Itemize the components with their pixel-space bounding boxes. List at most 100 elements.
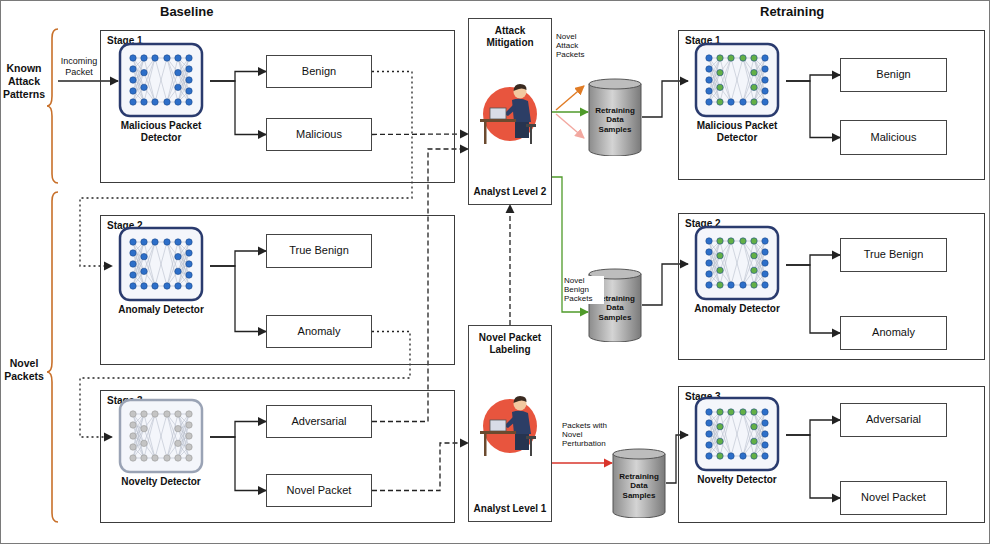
cyl-body (589, 84, 641, 156)
node-text: Adversarial (866, 413, 921, 426)
neural-net-icon (694, 396, 780, 472)
net-link (743, 241, 754, 285)
fan-line (556, 86, 584, 110)
input-label: Incoming Packet (60, 56, 98, 78)
net-neuron (728, 99, 734, 105)
net-neuron (751, 69, 757, 75)
net-neuron (706, 55, 712, 61)
net-neuron (175, 283, 181, 289)
fan-line (556, 114, 584, 138)
net-link (144, 58, 155, 102)
analyst-box: Novel Packet LabelingAnalyst Level 1 (468, 325, 552, 522)
net-link (743, 412, 754, 456)
desk (480, 119, 516, 122)
net-neuron (141, 99, 147, 105)
cyl-top (613, 449, 665, 459)
net-link (155, 58, 167, 102)
net-neuron (186, 455, 192, 461)
analyst-hair (514, 396, 527, 403)
net-neuron (175, 455, 181, 461)
node-text: Novel Packet (287, 484, 352, 497)
detector-model: Malicious Packet Detector (112, 42, 210, 150)
stage-panel: Stage 2Anomaly DetectorTrue BenignAnomal… (100, 215, 455, 365)
net-neuron (706, 271, 712, 277)
chair-leg (530, 439, 532, 456)
connector (210, 437, 266, 491)
neural-net-icon (118, 226, 204, 302)
net-link (731, 412, 743, 456)
analyst-backdrop (483, 399, 537, 453)
net-neuron (130, 433, 136, 439)
group-label: Known Attack Patterns (2, 62, 46, 101)
detector-model: Anomaly Detector (688, 225, 786, 337)
node-text: Malicious Packet Detector (112, 120, 210, 144)
analyst-body (512, 410, 531, 433)
net-neuron (152, 455, 158, 461)
net-neuron (728, 238, 734, 244)
net-neuron (130, 239, 136, 245)
net-neuron (706, 238, 712, 244)
node-text: True Benign (289, 244, 349, 257)
process-box: Novel Packet (840, 481, 947, 515)
net-neuron (740, 453, 746, 459)
net-neuron (751, 238, 757, 244)
net-neuron (706, 409, 712, 415)
net-neuron (717, 84, 723, 90)
node-text: Anomaly Detector (118, 304, 204, 316)
node-text: Attack Mitigation (472, 25, 548, 49)
net-neuron (152, 283, 158, 289)
net-neuron (751, 423, 757, 429)
net-neuron (141, 239, 147, 245)
node-text: Benign (876, 68, 910, 81)
icon-frame (696, 227, 778, 299)
net-neuron (762, 77, 768, 83)
net-neuron (175, 425, 181, 431)
net-neuron (762, 442, 768, 448)
connector (642, 81, 688, 117)
process-box: Adversarial (840, 403, 947, 437)
net-link (167, 414, 178, 458)
net-neuron (141, 55, 147, 61)
net-link (155, 414, 167, 458)
database-cylinder: Retraining Data Samples (588, 78, 642, 156)
net-neuron (717, 409, 723, 415)
process-box: Anomaly (266, 315, 372, 348)
net-neuron (717, 453, 723, 459)
icon-frame (696, 398, 778, 470)
connector (786, 81, 840, 138)
net-link (144, 242, 155, 286)
node-text: Benign (302, 65, 336, 78)
process-box: Novel Packet (266, 474, 372, 507)
node-text: Anomaly Detector (694, 303, 780, 315)
net-neuron (175, 440, 181, 446)
net-link (155, 58, 167, 102)
net-neuron (175, 411, 181, 417)
net-neuron (706, 453, 712, 459)
net-neuron (186, 283, 192, 289)
net-neuron (762, 431, 768, 437)
net-neuron (717, 55, 723, 61)
net-neuron (141, 253, 147, 259)
net-neuron (706, 260, 712, 266)
net-neuron (175, 69, 181, 75)
net-neuron (751, 252, 757, 258)
net-neuron (751, 409, 757, 415)
process-box: Adversarial (266, 405, 372, 438)
process-box: True Benign (266, 234, 372, 268)
net-neuron (186, 55, 192, 61)
net-link (743, 241, 754, 285)
net-neuron (706, 88, 712, 94)
net-neuron (717, 438, 723, 444)
node-text: Retraining Data Samples (614, 472, 664, 500)
net-neuron (164, 455, 170, 461)
net-neuron (728, 282, 734, 288)
net-link (155, 414, 167, 458)
net-link (720, 241, 731, 285)
chair-leg (530, 127, 532, 144)
node-text: Malicious (296, 128, 342, 141)
net-neuron (164, 55, 170, 61)
laptop (490, 420, 506, 431)
process-box: Anomaly (840, 316, 947, 350)
net-link (731, 58, 743, 102)
net-link (155, 242, 167, 286)
